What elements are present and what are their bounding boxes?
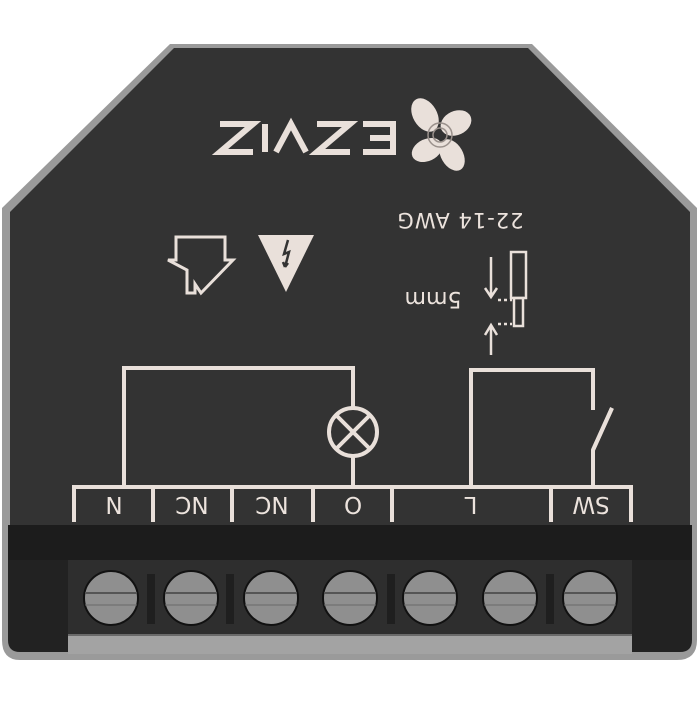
screw-1 xyxy=(83,570,139,626)
wiring-diagram xyxy=(72,366,633,522)
arrow-down-outline-icon xyxy=(167,235,237,296)
screw-2 xyxy=(163,570,219,626)
fan-logo-icon xyxy=(411,98,472,171)
terminal-label-nc-1: NC xyxy=(175,491,209,517)
screw-4 xyxy=(322,570,378,626)
terminal-label-sw: SW xyxy=(572,491,610,517)
terminal-label-l: L xyxy=(464,491,478,517)
device-face xyxy=(10,48,690,520)
terminal-label-nc-2: NC xyxy=(255,491,289,517)
screw-5 xyxy=(402,570,458,626)
terminal-strip xyxy=(68,634,632,654)
wire-gauge-label: 22-14 AWG xyxy=(396,208,524,232)
screw-7 xyxy=(562,570,618,626)
screw-group xyxy=(83,570,618,626)
strip-length-label: 5mm xyxy=(404,286,462,311)
screw-6 xyxy=(482,570,538,626)
lamp-icon xyxy=(327,406,379,458)
wire-strip-icon xyxy=(483,250,528,355)
high-voltage-warning-icon xyxy=(258,235,314,292)
terminal-label-o: O xyxy=(343,491,363,517)
terminal-label-n: N xyxy=(105,491,123,517)
screw-3 xyxy=(243,570,299,626)
brand-wordmark xyxy=(211,117,396,155)
switch-icon xyxy=(591,407,614,451)
